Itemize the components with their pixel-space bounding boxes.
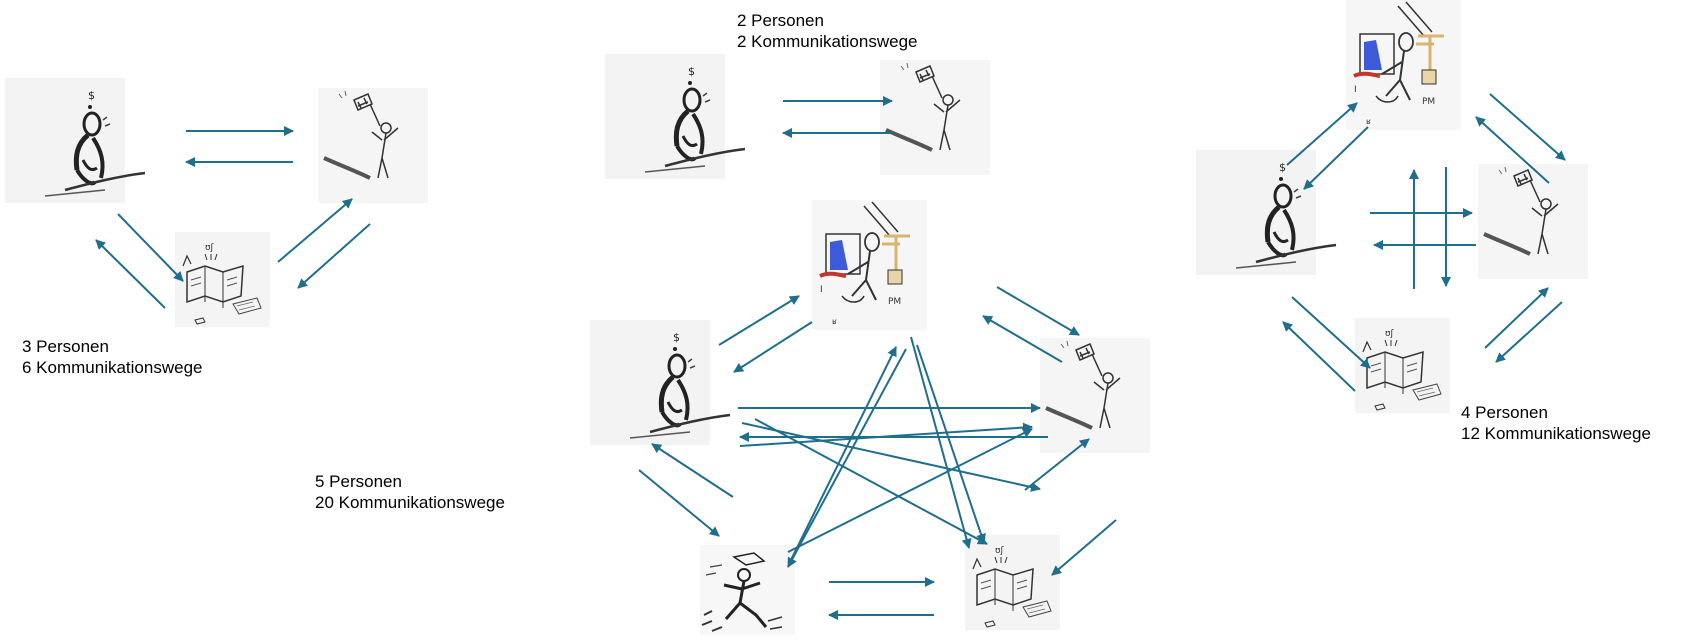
communication-arrow <box>1282 321 1356 392</box>
thinker-icon <box>5 78 145 203</box>
communication-arrow <box>95 239 166 309</box>
communication-arrow <box>739 422 1033 447</box>
communication-arrow <box>1024 438 1090 491</box>
communication-arrow <box>910 336 972 549</box>
runner-icon <box>698 543 797 637</box>
communication-arrow <box>117 213 184 282</box>
communication-arrow <box>996 286 1080 336</box>
communication-arrow <box>916 344 986 544</box>
communication-arrow <box>1489 93 1566 161</box>
communication-arrow <box>754 418 988 545</box>
thinker-icon <box>1196 150 1336 275</box>
communication-arrow <box>297 223 371 289</box>
communication-arrow <box>1475 116 1550 184</box>
flag-waver-icon <box>1038 336 1152 455</box>
reader-icon <box>1354 317 1451 414</box>
computer-user-icon <box>1344 0 1463 132</box>
communication-arrow <box>1484 287 1549 349</box>
computer-user-icon <box>810 198 929 332</box>
communication-arrow <box>741 422 1041 492</box>
communication-arrow <box>1051 519 1117 576</box>
communication-arrow <box>1291 296 1371 369</box>
communication-arrow <box>787 348 907 568</box>
communication-arrow <box>1303 126 1369 190</box>
communication-arrow <box>718 295 800 346</box>
thinker-icon <box>605 54 745 179</box>
communication-arrow <box>651 443 734 498</box>
communication-arrow <box>1286 102 1358 166</box>
reader-icon <box>174 231 271 328</box>
communication-arrow <box>733 321 813 373</box>
flag-waver-icon <box>878 58 992 177</box>
communication-arrow <box>790 346 897 561</box>
communication-arrow <box>787 428 1033 553</box>
communication-arrow <box>982 315 1063 363</box>
communication-arrow <box>638 469 720 537</box>
reader-icon <box>964 534 1061 631</box>
communication-arrow <box>277 198 353 263</box>
arrows-group <box>95 93 1566 620</box>
flag-waver-icon <box>316 86 430 205</box>
communication-arrow <box>1495 301 1563 363</box>
thinker-icon <box>590 320 730 445</box>
flag-waver-icon <box>1476 162 1590 281</box>
